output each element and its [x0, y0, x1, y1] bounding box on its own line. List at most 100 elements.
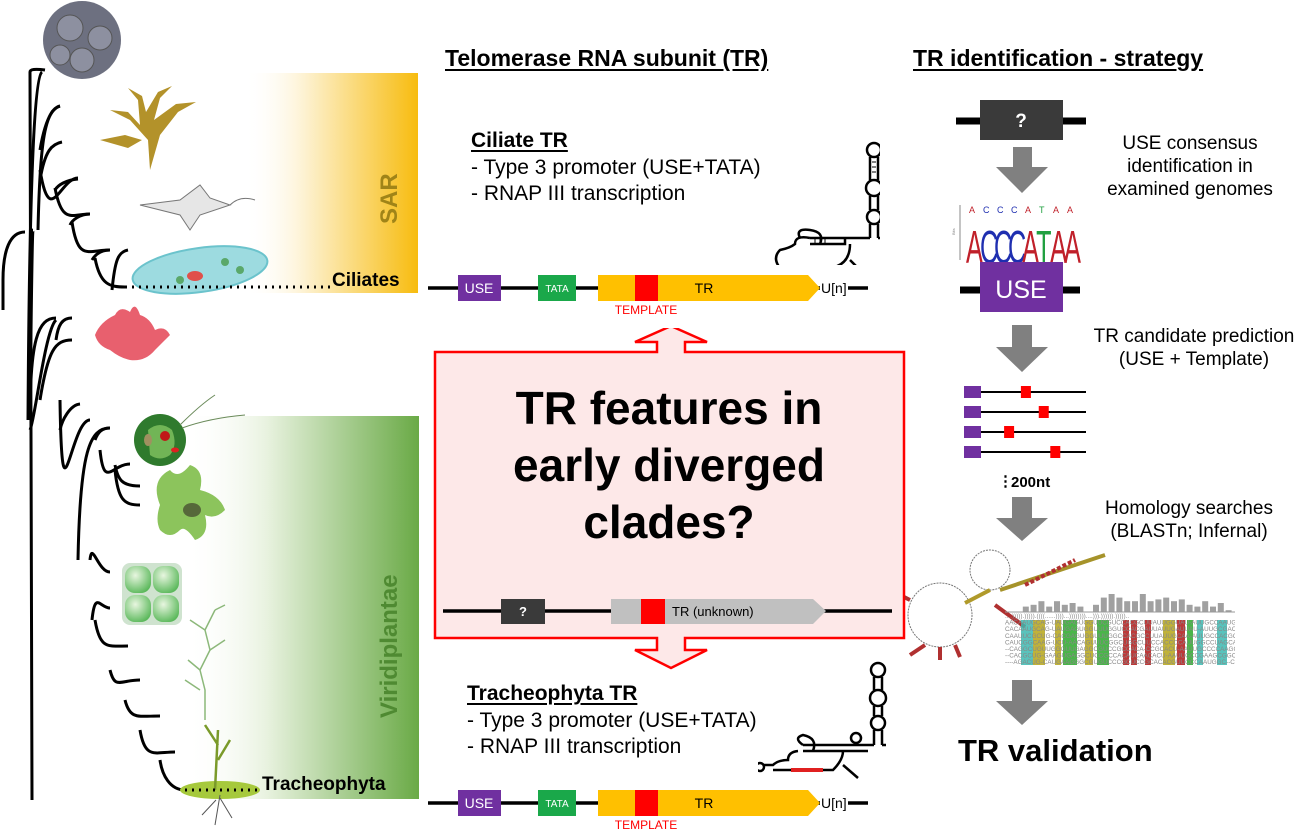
- terminator-label: U[n]: [821, 795, 847, 811]
- histogram-bar: [1046, 606, 1053, 612]
- logo-letter: A: [1050, 221, 1067, 273]
- step3-line-2: (BLASTn; Infernal): [1110, 521, 1268, 542]
- logo-consensus-letter: C: [983, 205, 990, 215]
- alignment-highlight-column: [1197, 620, 1203, 665]
- tr-candidates: [964, 386, 1086, 458]
- candidate-ellipsis: ⋮: [998, 473, 1013, 490]
- alignment-highlight-column: [1021, 620, 1033, 665]
- unknown-template-region: [641, 599, 665, 624]
- histogram-bar: [1069, 603, 1076, 612]
- step2-line-2: (USE + Template): [1118, 349, 1270, 370]
- alignment-highlight-column: [1177, 620, 1185, 665]
- candidate-use-box: [964, 426, 981, 438]
- histogram-bar: [1225, 610, 1232, 612]
- candidate-template-box: [1020, 386, 1031, 398]
- logo-letter: C: [980, 221, 998, 273]
- double-arrow-box-outline: [433, 328, 906, 670]
- candidate-template-box: [1050, 446, 1061, 458]
- header-tr-identification-strategy: TR identification - strategy: [913, 45, 1204, 71]
- template-region: [635, 790, 658, 816]
- unknown-element-box: [980, 100, 1063, 140]
- step3-line-1: Homology searches: [1105, 498, 1273, 519]
- center-question-line-1: TR features in: [515, 382, 823, 434]
- ciliate-tr-secondary-structure-icon: [774, 141, 880, 265]
- tata-element: [538, 275, 576, 301]
- candidate-template-box: [1038, 406, 1049, 418]
- alignment-sequence-row: AACAAUGCAG-UAUGAGUGGUUCGUCCACGCUUAUUGGUA…: [1005, 620, 1235, 627]
- logo-letter: T: [1036, 221, 1051, 273]
- step1-line-2: identification in: [1127, 156, 1253, 177]
- use-consensus-label: USE: [995, 276, 1046, 304]
- alignment-sequence-row: ----AGACUG-CAUGAAGGGCGUGUCCCGCUCCGCACACG…: [1005, 659, 1235, 665]
- logo-letter: C: [1008, 221, 1026, 273]
- histogram-bar: [1093, 604, 1099, 612]
- conservation-histogram: [1022, 594, 1232, 612]
- candidate-use-box: [964, 406, 981, 418]
- histogram-bar: [1030, 604, 1037, 612]
- tr-candidate-row: [964, 446, 1086, 458]
- candidate-length-scale: 200nt: [1011, 474, 1050, 491]
- alignment-highlight-column: [1187, 620, 1193, 665]
- arrow-down-1: [996, 147, 1048, 193]
- alignment-highlight-column: [1123, 620, 1129, 665]
- arrow-down-4: [996, 680, 1048, 725]
- use-label: USE: [465, 795, 494, 811]
- logo-consensus-letter: T: [1039, 205, 1045, 215]
- tracheophyta-tr-gene-diagram: USE TATA TR TEMPLATE U[n]: [428, 790, 868, 832]
- histogram-bar: [1132, 601, 1138, 612]
- logo-letter: C: [994, 221, 1012, 273]
- alignment-highlight-column: [1055, 620, 1061, 665]
- candidate-use-box: [964, 386, 981, 398]
- alignment-highlight-column: [1217, 620, 1227, 665]
- unknown-promoter-element: [501, 599, 545, 624]
- logo-letter: A: [1022, 221, 1039, 273]
- logo-consensus-letter: A: [1025, 205, 1031, 215]
- terminator-label: U[n]: [821, 280, 847, 296]
- unknown-tr-gene-diagram: ? TR (unknown): [443, 599, 892, 624]
- tata-label: TATA: [545, 799, 569, 810]
- paramecium-icon: [131, 245, 269, 295]
- center-question-line-2: early diverged: [513, 439, 825, 491]
- alignment-highlight-column: [1033, 620, 1045, 665]
- alignment-highlight-column: [1063, 620, 1077, 665]
- center-question-text: TR features in early diverged clades?: [436, 380, 902, 551]
- alignment-structure-line: ....))))).))))).((((......))))...)))))))…: [1005, 613, 1129, 620]
- logo-axis-label: Bits: [951, 228, 956, 235]
- charophyte-icon: [184, 604, 226, 720]
- use-label: USE: [465, 280, 494, 296]
- histogram-bar: [1163, 597, 1170, 612]
- tracheophyta-tr-title: Tracheophyta TR: [467, 682, 638, 705]
- red-alga-icon: [95, 306, 170, 361]
- tr-candidate-row: [964, 386, 1086, 398]
- unknown-element-label: ?: [1015, 111, 1027, 132]
- step-candidate-prediction-text: TR candidate prediction (USE + Template): [1080, 325, 1308, 371]
- histogram-bar: [1124, 601, 1131, 612]
- template-region: [635, 275, 658, 301]
- coccolithophore-icon: [43, 1, 121, 79]
- step-use-consensus-text: USE consensus identification in examined…: [1080, 132, 1300, 201]
- histogram-bar: [1108, 594, 1115, 612]
- histogram-bar: [1147, 601, 1154, 612]
- template-label: TEMPLATE: [615, 818, 677, 832]
- arrow-down-2: [996, 325, 1048, 372]
- candidate-use-box: [964, 446, 981, 458]
- tracheophyta-tr-secondary-structure-icon: [758, 661, 888, 779]
- histogram-bar: [1022, 606, 1029, 612]
- histogram-bar: [1217, 603, 1224, 612]
- sar-clade-band: [245, 73, 418, 293]
- leaf-label-ciliates: Ciliates: [332, 270, 400, 291]
- tr-candidate-row: [964, 406, 1086, 418]
- alignment-sequence-row: CAUCGGCAAG-UCU-AACAGUUUCGGCUGGCUUCCACCCC…: [1005, 639, 1235, 646]
- histogram-bar: [1202, 601, 1209, 612]
- clade-label-sar: SAR: [376, 173, 403, 224]
- green-algal-colony-icon: [122, 563, 182, 625]
- alignment-sequence-row: CAAUUCGCUG-CACGAGUGGUUUGGCCACGCCUUAUUGCA…: [1005, 633, 1235, 640]
- ciliate-bullet-transcription: - RNAP III transcription: [471, 182, 686, 205]
- chlamydomonas-icon: [134, 394, 246, 466]
- logo-consensus-letter: A: [1053, 205, 1059, 215]
- ciliate-tr-title: Ciliate TR: [471, 129, 568, 152]
- alignment-highlight-column: [1163, 620, 1175, 665]
- tr-label: TR: [695, 795, 714, 811]
- tracheophyta-bullet-promoter: - Type 3 promoter (USE+TATA): [467, 709, 757, 732]
- alignment-sequence-row: --CACGCUG-GAAGUGAGGCUCCGCCACAUCAACACU-AA…: [1005, 653, 1235, 660]
